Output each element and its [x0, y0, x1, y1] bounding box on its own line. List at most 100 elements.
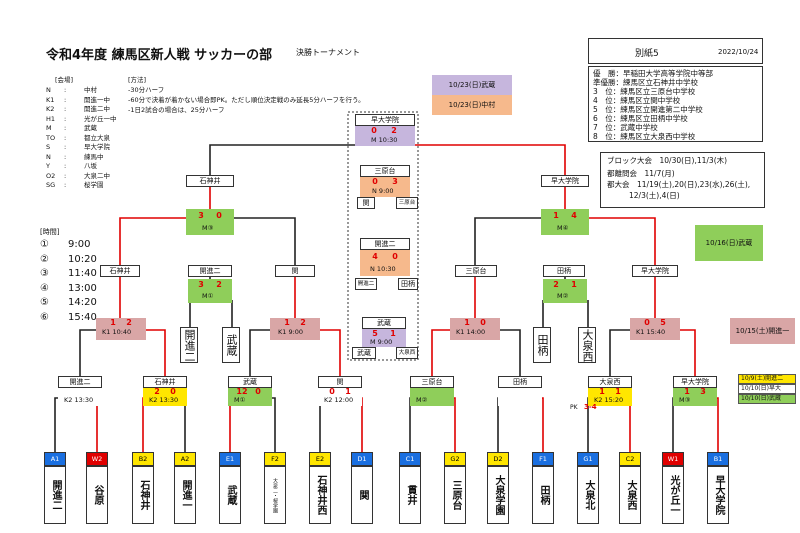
venue-name: 中村	[84, 86, 97, 94]
legend-item: 10/10(日)武蔵	[738, 394, 796, 404]
venue-row: S:早大学院	[46, 143, 126, 153]
venue-code: K2	[46, 105, 55, 113]
r1-venue: K2 12:00	[324, 396, 354, 404]
semi-left-venue: M③	[202, 224, 214, 232]
time-slot-time: 14:20	[68, 297, 97, 308]
venue-code: M	[46, 124, 52, 132]
qf-score-box: 2 1 M②	[543, 279, 587, 303]
fifth-left-team: 開進二	[355, 278, 377, 290]
final-venue: M 10:30	[371, 136, 398, 144]
team-seed: G1	[577, 452, 599, 466]
semi-right-score-l: 1	[553, 211, 559, 220]
final-score-right: 2	[391, 126, 397, 135]
team-name: 早大学院	[707, 466, 729, 524]
placement-team: 田柄	[533, 327, 551, 363]
method-line: -30分ハーフ	[128, 86, 165, 94]
standing-row: 8 位：練馬区立大泉西中学校	[593, 132, 696, 141]
r1-winner: 大泉西	[588, 376, 632, 388]
qf-score-r: 1	[571, 280, 577, 289]
r1-score-box: M②	[410, 388, 454, 406]
fifth-score-right: 0	[392, 252, 398, 261]
standing-row: 5 位：練馬区立開進第二中学校	[593, 105, 703, 114]
r1-score-l: 2	[154, 387, 160, 396]
r1-venue: K2 13:30	[64, 396, 94, 404]
venue-row: Y:八坂	[46, 162, 126, 172]
team-name: 大泉西	[619, 466, 641, 524]
qf-score-box: 3 2 M①	[188, 279, 232, 303]
r1-score-l: 0	[329, 387, 335, 396]
final-score-left: 0	[371, 126, 377, 135]
third-winner: 三原台	[360, 165, 410, 177]
qf-score-l: 3	[198, 280, 204, 289]
venue-name: 大泉二中	[84, 171, 110, 180]
r1-score-box: K2 13:30	[58, 388, 102, 406]
fifth-winner: 開進二	[360, 238, 410, 250]
placement-team: 開進二	[180, 327, 198, 363]
standing-row: 3 位：練馬区立三原台中学校	[593, 87, 696, 96]
team-seed: A1	[44, 452, 66, 466]
qf-score-r: 5	[660, 318, 666, 327]
semi-left-winner: 石神井	[186, 175, 234, 187]
r1-venue: K2 15:20	[594, 396, 624, 404]
seventh-score-box: 5 1 M 9:00	[362, 329, 406, 347]
venue-row: SG:桜学園	[46, 181, 126, 191]
qf-winner: 田柄	[543, 265, 585, 277]
metro-event-2: 12/3(土),4(日)	[629, 191, 680, 200]
qf-score-r: 2	[126, 318, 132, 327]
semi-left-score-box: 3 0 M③	[186, 209, 234, 235]
venue-row: K2:開進二中	[46, 105, 126, 115]
team-seed: E1	[219, 452, 241, 466]
venue-row: N:中村	[46, 86, 126, 96]
placement-team: 武蔵	[222, 327, 240, 363]
venue-row: N:練馬中	[46, 153, 126, 163]
team-seed: W2	[86, 452, 108, 466]
team-seed: G2	[444, 452, 466, 466]
time-slot-time: 9:00	[68, 239, 91, 250]
time-slot: ② 10:20	[40, 253, 120, 268]
team-seed: A2	[174, 452, 196, 466]
qf-winner: 三原台	[455, 265, 497, 277]
fifth-right-team: 田柄	[398, 278, 418, 290]
venue-sep: :	[64, 133, 67, 142]
r1-score-box	[498, 388, 542, 406]
r1-score-l: 1	[684, 387, 690, 396]
venue-code: O2	[46, 171, 56, 180]
venue-code: SG	[46, 181, 56, 189]
qf-winner: 開進二	[188, 265, 232, 277]
venue-sep: :	[64, 95, 67, 104]
date-note-1023-musashi: 10/23(日)武蔵	[432, 75, 512, 95]
qf-venue: M①	[202, 292, 214, 300]
venue-name: 早大学院	[84, 143, 110, 151]
time-slot-number: ②	[40, 253, 49, 265]
team-name: 武蔵	[219, 466, 241, 524]
venue-name: 八坂	[84, 162, 97, 170]
qf-score-l: 0	[644, 318, 650, 327]
r1-winner: 関	[318, 376, 362, 388]
r1-score-l: 12	[236, 387, 248, 396]
r1-score-r: 1	[345, 387, 351, 396]
standing-row: 4 位：練馬区立関中学校	[593, 96, 681, 105]
time-slot-number: ④	[40, 282, 49, 294]
seventh-score-right: 1	[390, 329, 396, 338]
team-name: 関	[351, 466, 373, 524]
qf-venue: K1 10:40	[102, 328, 132, 336]
events-box: ブロック大会 10/30(日),11/3(木) 都離問会 11/7(月) 都大会…	[600, 152, 765, 208]
venue-name: 練馬中	[84, 152, 104, 161]
r1-score-r: 0	[255, 387, 261, 396]
page-subtitle: 決勝トーナメント	[296, 48, 360, 57]
time-slot-time: 10:20	[68, 253, 97, 265]
venue-sep: :	[64, 105, 67, 113]
third-score-right: 3	[392, 177, 398, 186]
venue-sep: :	[64, 86, 67, 94]
qf-score-r: 2	[216, 280, 222, 289]
times-heading: [時間]	[40, 228, 60, 236]
r1-winner: 三原台	[410, 376, 454, 388]
qf-venue: K1 14:00	[456, 328, 486, 336]
